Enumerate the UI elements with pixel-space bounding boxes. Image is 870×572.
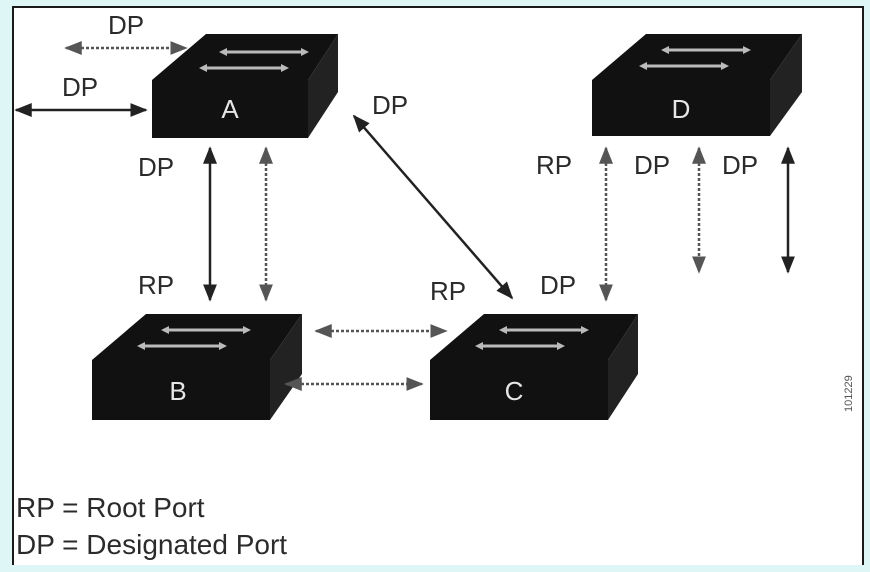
switch-a-label: A (221, 94, 239, 124)
link-a-c (352, 114, 514, 300)
switch-a-side (308, 34, 338, 138)
diagram-canvas: A D (12, 6, 864, 565)
switch-c: C (430, 314, 638, 420)
switch-b-top (92, 314, 302, 360)
switch-d-side (770, 34, 802, 136)
switch-b: B (92, 314, 302, 420)
port-label-a-right: DP (372, 90, 408, 120)
switch-c-top (430, 314, 638, 360)
port-label-a-left: DP (62, 72, 98, 102)
port-label-d-dp1: DP (634, 150, 670, 180)
legend-root-port: RP = Root Port (16, 492, 205, 523)
figure-id: 101229 (843, 375, 855, 412)
switch-b-label: B (169, 376, 186, 406)
switch-d-top (592, 34, 802, 80)
switch-c-side (608, 314, 638, 420)
switch-b-front (92, 360, 270, 420)
switch-c-label: C (505, 376, 524, 406)
switch-c-front (430, 360, 608, 420)
topology-diagram: A D (14, 10, 855, 420)
port-label-b-top: RP (138, 270, 174, 300)
switch-d: D (592, 34, 802, 136)
switch-b-side (270, 314, 302, 420)
port-label-a-top: DP (108, 10, 144, 40)
switch-a-top (152, 34, 338, 80)
switch-d-label: D (672, 94, 691, 124)
port-label-d-dp2: DP (722, 150, 758, 180)
port-label-c-left: RP (430, 276, 466, 306)
port-label-c-top: DP (540, 270, 576, 300)
port-label-d-rp: RP (536, 150, 572, 180)
switch-a: A (152, 34, 338, 138)
switch-a-front (152, 80, 308, 138)
port-label-a-bottom: DP (138, 152, 174, 182)
legend-designated-port: DP = Designated Port (16, 529, 288, 560)
switch-d-front (592, 80, 770, 136)
